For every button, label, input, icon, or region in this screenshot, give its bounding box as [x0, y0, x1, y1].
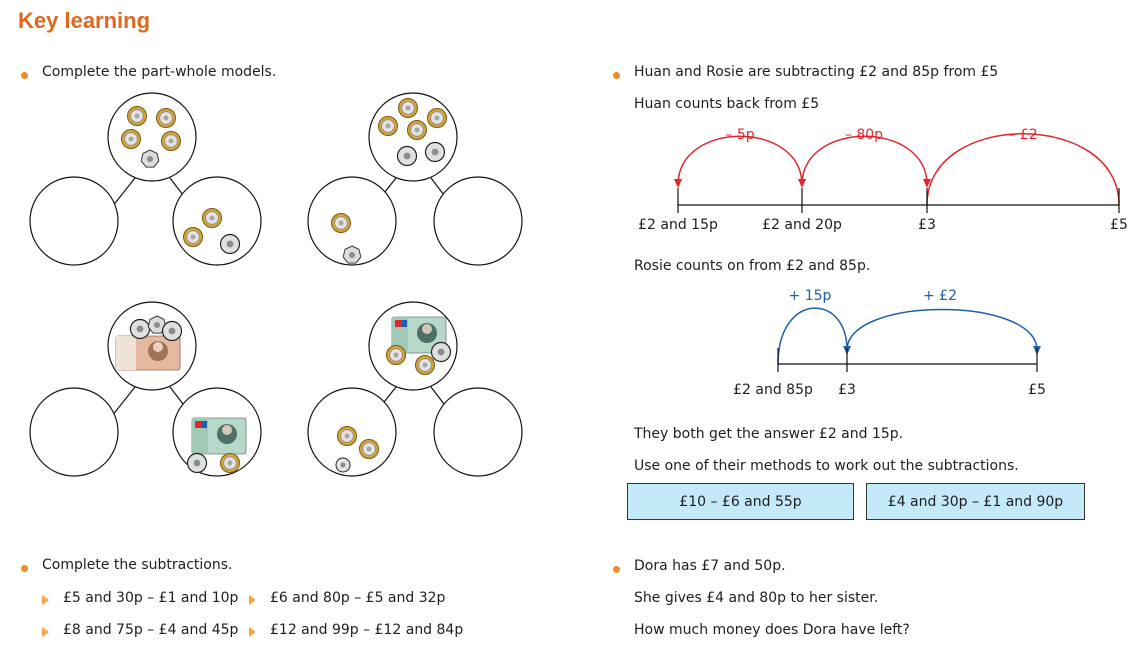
- bullet: [21, 72, 28, 79]
- subtraction-item: £5 and 30p – £1 and 10p: [63, 590, 239, 606]
- dora-line: She gives £4 and 80p to her sister.: [634, 590, 879, 606]
- subtraction-item: £8 and 75p – £4 and 45p: [63, 622, 239, 638]
- huan-tick-label: £2 and 15p: [638, 217, 718, 233]
- question-subtractions: Complete the subtractions.: [42, 557, 233, 573]
- huan-jump-label: – 80p: [845, 127, 883, 143]
- question-intro: Huan and Rosie are subtracting £2 and 85…: [634, 64, 999, 80]
- rosie-description: Rosie counts on from £2 and 85p.: [634, 258, 871, 274]
- bullet-arrow: [42, 627, 49, 637]
- rosie-tick-label: £5: [1028, 382, 1046, 398]
- rosie-tick-label: £3: [838, 382, 856, 398]
- bullet-arrow: [249, 627, 256, 637]
- dora-question: How much money does Dora have left?: [634, 622, 910, 638]
- dora-line: Dora has £7 and 50p.: [634, 558, 786, 574]
- subtraction-box: £10 – £6 and 55p: [627, 483, 854, 520]
- huan-description: Huan counts back from £5: [634, 96, 820, 112]
- rosie-jump-label: + 15p: [789, 288, 832, 304]
- answer-statement: They both get the answer £2 and 15p.: [634, 426, 904, 442]
- part-whole-models: [29, 92, 523, 477]
- page-title: Key learning: [18, 8, 151, 33]
- huan-jump-label: – £2: [1008, 127, 1037, 143]
- bullet-arrow: [42, 595, 49, 605]
- huan-tick-label: £2 and 20p: [762, 217, 842, 233]
- rosie-tick-label: £2 and 85p: [733, 382, 813, 398]
- bullet-arrow: [249, 595, 256, 605]
- subtraction-item: £12 and 99p – £12 and 84p: [270, 622, 464, 638]
- huan-tick-label: £5: [1110, 217, 1128, 233]
- subtraction-box: £4 and 30p – £1 and 90p: [866, 483, 1085, 520]
- subtraction-item: £6 and 80p – £5 and 32p: [270, 590, 446, 606]
- bullet: [21, 565, 28, 572]
- huan-tick-label: £3: [918, 217, 936, 233]
- method-instruction: Use one of their methods to work out the…: [634, 458, 1019, 474]
- bullet: [613, 72, 620, 79]
- rosie-jump-label: + £2: [923, 288, 957, 304]
- question-part-whole: Complete the part-whole models.: [42, 64, 277, 80]
- bullet: [613, 566, 620, 573]
- rosie-number-line: + 15p + £2 £2 and 85p £3 £5: [733, 288, 1046, 398]
- huan-number-line: – 5p – 80p – £2 £2 and 15p £2 and 20p £3…: [638, 127, 1128, 233]
- huan-jump-label: – 5p: [725, 127, 754, 143]
